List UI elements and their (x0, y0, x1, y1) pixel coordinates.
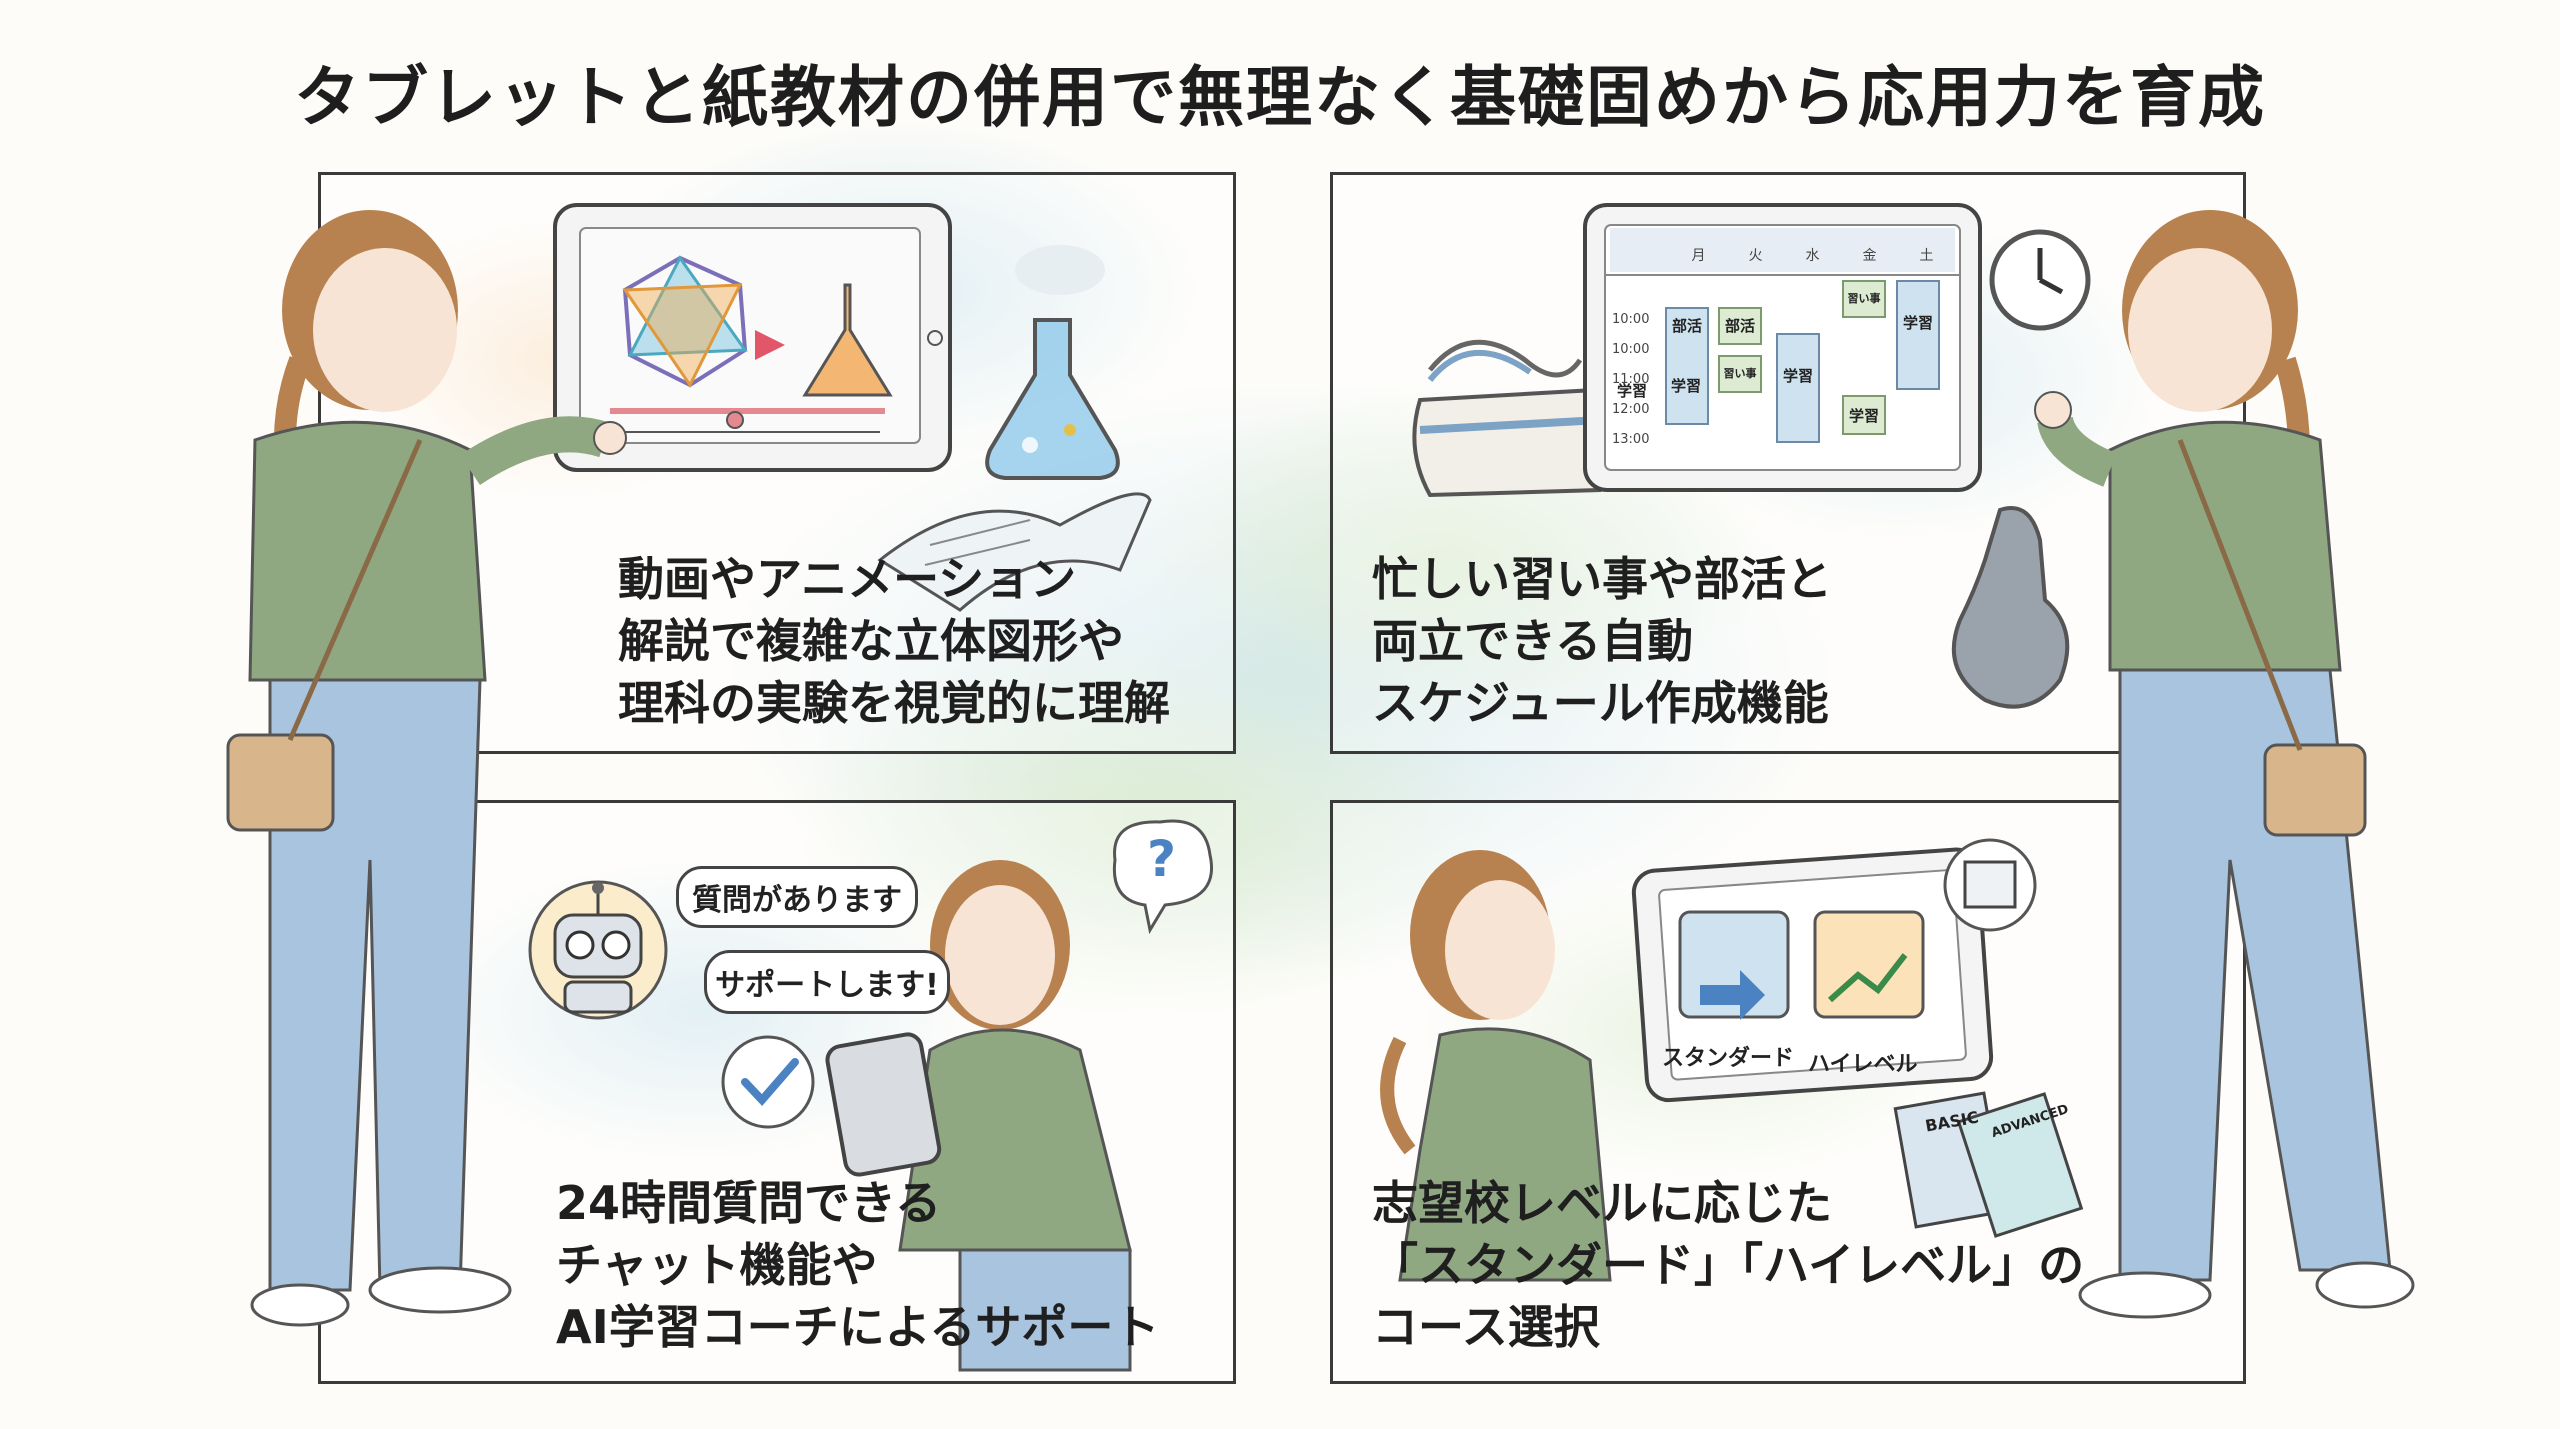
day-label: 土 (1919, 248, 1934, 264)
block-study: 学習 (1670, 377, 1701, 395)
day-label: 金 (1862, 248, 1877, 264)
panel-text-top-right: 忙しい習い事や部活と 両立できる自動 スケジュール作成機能 (1372, 552, 1832, 730)
panel-text-bottom-right: 志望校レベルに応じた 「スタンダード」「ハイレベル」の コース選択 (1372, 1176, 2085, 1354)
question-mark-icon: ? (1147, 830, 1177, 888)
schedule-times: 10:00 10:00 11:00 12:00 13:00 (1612, 312, 1650, 447)
block-lesson: 習い事 (1842, 280, 1886, 318)
panel-text-top-left: 動画やアニメーション 解説で複雑な立体図形や 理科の実験を視覚的に理解 (618, 552, 1170, 730)
schedule-grid: 月 火 水 金 土 10:00 10:00 11:00 12:00 13:00 … (1610, 245, 1955, 465)
panel-text-bottom-left: 24時間質問できる チャット機能や AI学習コーチによるサポート (556, 1176, 1160, 1354)
block-club: 部活 (1665, 307, 1709, 425)
block-study: 学習 (1896, 280, 1940, 390)
answer-chat-bubble: サポートします! (704, 950, 950, 1014)
block-study: 学習 (1616, 382, 1647, 400)
standard-course-label: スタンダード (1662, 1046, 1795, 1071)
page-title: タブレットと紙教材の併用で無理なく基礎固めから応用力を育成 (294, 59, 2266, 136)
schedule-days: 月 火 水 金 土 (1670, 245, 1955, 265)
block-study: 学習 (1842, 395, 1886, 435)
day-label: 火 (1748, 248, 1763, 264)
question-chat-bubble: 質問があります (676, 866, 918, 928)
block-lesson: 習い事 (1718, 355, 1762, 393)
day-label: 月 (1691, 248, 1706, 264)
high-course-label: ハイレベル (1808, 1052, 1918, 1077)
day-label: 水 (1805, 248, 1820, 264)
block-club: 部活 (1718, 307, 1762, 345)
block-study: 学習 (1776, 333, 1820, 443)
